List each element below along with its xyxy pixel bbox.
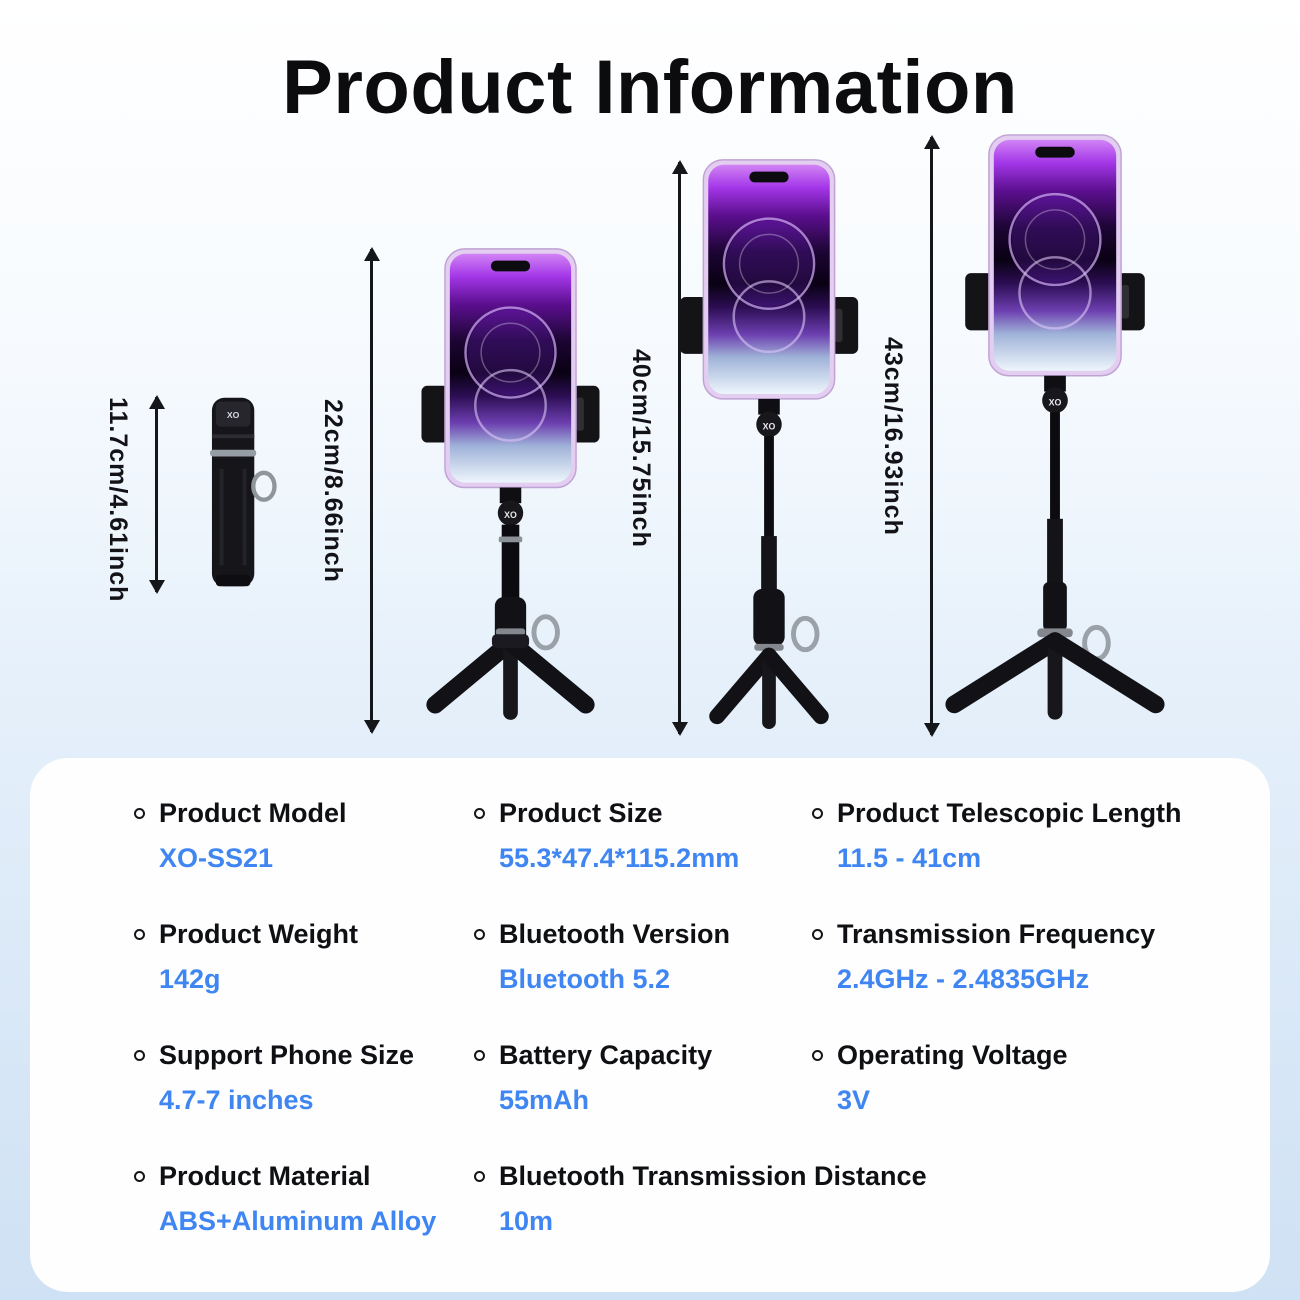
product-photo-max-extended-tripod: XO	[945, 134, 1165, 720]
device-logo-text: XO	[763, 421, 776, 431]
spec-support-phone-size: Support Phone Size 4.7-7 inches	[134, 1040, 474, 1116]
device-logo-text: XO	[504, 510, 517, 520]
spec-card: Product Model XO-SS21 Product Size 55.3*…	[30, 758, 1270, 1292]
spec-label: Operating Voltage	[837, 1040, 1068, 1070]
spec-product-material: Product Material ABS+Aluminum Alloy	[134, 1161, 474, 1237]
bullet-icon	[812, 808, 823, 819]
spec-value: 55mAh	[499, 1085, 590, 1115]
spec-value: 3V	[837, 1085, 871, 1115]
product-photo-extended-tripod: XO	[679, 159, 859, 730]
tripod-leg	[501, 633, 595, 714]
phone-notch	[749, 171, 789, 183]
spec-label: Bluetooth Version	[499, 919, 731, 949]
bullet-icon	[474, 1050, 485, 1061]
spec-battery-capacity: Battery Capacity 55mAh	[474, 1040, 812, 1116]
dimension-label-max: 43cm/16.93inch	[879, 336, 907, 536]
bullet-icon	[474, 1171, 485, 1182]
phone-clamp-arm	[679, 297, 708, 354]
spec-value: 11.5 - 41cm	[837, 843, 982, 873]
spec-value: 4.7-7 inches	[159, 1085, 314, 1115]
phone-notch	[490, 260, 531, 272]
spec-label: Product Model	[159, 798, 347, 828]
spec-bluetooth-version: Bluetooth Version Bluetooth 5.2	[474, 919, 812, 995]
spec-product-weight: Product Weight 142g	[134, 919, 474, 995]
spec-bluetooth-distance: Bluetooth Transmission Distance 10m	[474, 1161, 927, 1237]
spec-label: Product Weight	[159, 919, 358, 949]
spec-operating-voltage: Operating Voltage 3V	[812, 1040, 1246, 1116]
bullet-icon	[134, 1171, 145, 1182]
carabiner-icon	[531, 614, 560, 651]
spec-label: Product Telescopic Length	[837, 798, 1182, 828]
tripod-leg	[945, 632, 1064, 714]
spec-label: Battery Capacity	[499, 1040, 713, 1070]
bullet-icon	[812, 1050, 823, 1061]
dimension-arrow-icon	[155, 397, 158, 592]
spec-value: 142g	[159, 964, 221, 994]
spec-transmission-frequency: Transmission Frequency 2.4GHz - 2.4835GH…	[812, 919, 1246, 995]
spec-value: Bluetooth 5.2	[499, 964, 671, 994]
phone	[444, 248, 577, 489]
tripod-leg	[1046, 632, 1165, 714]
bullet-icon	[474, 808, 485, 819]
phone-clamp-arm	[965, 273, 993, 331]
bullet-icon	[812, 929, 823, 940]
spec-label: Product Size	[499, 798, 663, 828]
spec-label: Transmission Frequency	[837, 919, 1156, 949]
device-logo-text: XO	[1049, 397, 1062, 407]
spec-value: 2.4GHz - 2.4835GHz	[837, 964, 1090, 994]
dimension-label-folded: 11.7cm/4.61inch	[104, 397, 132, 603]
phone-clamp-arm	[421, 385, 449, 443]
device-logo-text: XO	[227, 410, 240, 420]
spec-product-size: Product Size 55.3*47.4*115.2mm	[474, 798, 812, 874]
spec-product-model: Product Model XO-SS21	[134, 798, 474, 874]
page-title: Product Information	[282, 45, 1018, 130]
product-photo-folded-unit: XO	[210, 397, 277, 587]
carabiner-icon	[791, 615, 820, 653]
phone-notch	[1035, 146, 1075, 158]
spec-telescopic-length: Product Telescopic Length 11.5 - 41cm	[812, 798, 1246, 874]
spec-value: ABS+Aluminum Alloy	[159, 1206, 437, 1236]
tripod-leg	[709, 647, 777, 725]
spec-label: Support Phone Size	[159, 1040, 415, 1070]
spec-label: Bluetooth Transmission Distance	[499, 1161, 927, 1191]
bullet-icon	[474, 929, 485, 940]
bullet-icon	[134, 929, 145, 940]
tripod-leg	[426, 633, 520, 714]
carabiner-icon	[251, 470, 277, 502]
dimension-label-extended: 40cm/15.75inch	[627, 348, 655, 548]
spec-value: 55.3*47.4*115.2mm	[499, 843, 740, 873]
phone	[988, 134, 1122, 377]
dimension-arrow-icon	[370, 249, 373, 732]
phone	[702, 159, 836, 400]
spec-value: 10m	[499, 1206, 554, 1236]
spec-value: XO-SS21	[159, 843, 274, 873]
bullet-icon	[134, 1050, 145, 1061]
tripod-leg	[761, 647, 829, 725]
product-photo-short-tripod: XO	[421, 248, 600, 720]
spec-label: Product Material	[159, 1161, 371, 1191]
bullet-icon	[134, 808, 145, 819]
dimension-label-short: 22cm/8.66inch	[319, 398, 347, 583]
dimension-arrow-icon	[678, 162, 681, 734]
dimension-arrow-icon	[930, 137, 933, 735]
